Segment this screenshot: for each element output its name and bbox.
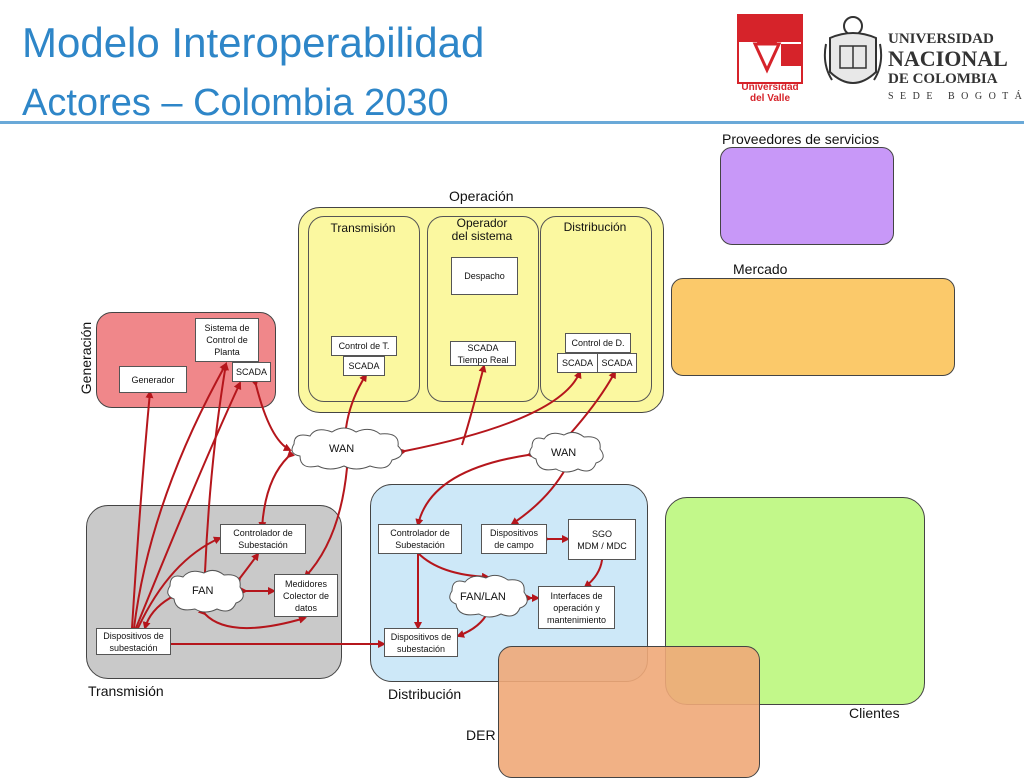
scada-t-box: SCADA bbox=[343, 356, 385, 376]
sistema-control-planta-box: Sistema de Control de Planta bbox=[195, 318, 259, 362]
interfaces-box: Interfaces de operación y mantenimiento bbox=[538, 586, 615, 629]
page-subtitle: Actores – Colombia 2030 bbox=[22, 82, 449, 124]
univalle-logo: Universidad del Valle bbox=[737, 14, 803, 106]
unal-logo: UNIVERSIDAD NACIONAL DE COLOMBIA S E D E… bbox=[822, 14, 1022, 102]
fanlan-cloud-icon bbox=[449, 574, 528, 618]
der-label: DER bbox=[466, 727, 496, 743]
link-wan1-scada-t bbox=[341, 373, 368, 435]
link-wan2-scada-d bbox=[563, 370, 616, 442]
unal-line3: DE COLOMBIA bbox=[888, 71, 998, 87]
scada-gen-box: SCADA bbox=[232, 362, 271, 382]
page-title: Modelo Interoperabilidad bbox=[22, 19, 485, 66]
unal-line1: UNIVERSIDAD bbox=[888, 31, 994, 47]
distribucion-label: Distribución bbox=[388, 686, 462, 702]
link-wan1-ctrl-sub-t bbox=[258, 449, 296, 530]
unal-coat-of-arms-icon bbox=[823, 16, 883, 84]
operacion-col-distribucion-label: Distribución bbox=[563, 220, 627, 234]
link-wan2-disp-campo bbox=[510, 460, 573, 526]
link-sgo-interfaces bbox=[583, 553, 607, 589]
sgo-mdm-box: SGO MDM / MDC bbox=[568, 519, 636, 560]
univalle-line1: Universidad bbox=[741, 82, 799, 93]
dispositivos-subestacion-t-box: Dispositivos de subestación bbox=[96, 628, 171, 655]
mercado-label: Mercado bbox=[733, 261, 788, 277]
proveedores-label: Proveedores de servicios bbox=[722, 131, 880, 147]
transmision-label: Transmisión bbox=[88, 683, 164, 699]
link-fan-disp-sub-t bbox=[142, 591, 178, 630]
link-scada-gen-wan1 bbox=[250, 378, 292, 451]
controlador-subestacion-t-box: Controlador de Subestación bbox=[220, 524, 306, 554]
fanlan-label: FAN/LAN bbox=[460, 591, 506, 603]
control-d-box: Control de D. bbox=[565, 333, 631, 353]
unal-line4: S E D E B O G O T Á bbox=[888, 91, 1024, 102]
control-t-box: Control de T. bbox=[331, 336, 397, 356]
mercado-zone bbox=[671, 278, 955, 376]
wan2-cloud-icon bbox=[529, 431, 604, 473]
link-fan-ctrl-sub-t bbox=[233, 552, 260, 586]
operacion-col-transmision-label: Transmisión bbox=[330, 221, 396, 235]
proveedores-zone bbox=[720, 147, 894, 245]
generador-box: Generador bbox=[119, 366, 187, 393]
scada-d1-box: SCADA bbox=[557, 353, 598, 373]
despacho-box: Despacho bbox=[451, 257, 518, 295]
scada-tiempo-real-box: SCADA Tiempo Real bbox=[450, 341, 516, 366]
wan1-cloud-icon bbox=[291, 427, 403, 470]
operacion-label: Operación bbox=[449, 188, 514, 204]
title-divider bbox=[0, 121, 1024, 124]
dispositivos-campo-box: Dispositivos de campo bbox=[481, 524, 547, 554]
univalle-line2: del Valle bbox=[749, 93, 791, 104]
dispositivos-subestacion-d-box: Dispositivos de subestación bbox=[384, 628, 458, 657]
wan2-label: WAN bbox=[551, 447, 577, 459]
medidores-box: Medidores Colector de datos bbox=[274, 574, 338, 617]
link-fan-medidores-bottom bbox=[197, 606, 307, 630]
wan1-label: WAN bbox=[329, 443, 355, 455]
fan-cloud-icon bbox=[167, 569, 244, 613]
operacion-col-operador-label: Operador del sistema bbox=[451, 216, 513, 243]
univalle-emblem-icon bbox=[737, 14, 803, 84]
link-fan-sistema bbox=[200, 362, 229, 579]
unal-line2: NACIONAL bbox=[888, 46, 1008, 71]
controlador-subestacion-d-box: Controlador de Subestación bbox=[378, 524, 462, 554]
fan-label: FAN bbox=[192, 585, 214, 597]
link-disp-sub-t-generador bbox=[127, 390, 154, 635]
scada-d2-box: SCADA bbox=[597, 353, 637, 373]
link-wan2-ctrl-sub-d bbox=[415, 450, 535, 527]
clientes-label: Clientes bbox=[849, 705, 900, 721]
link-wan1-medidores bbox=[303, 461, 352, 579]
